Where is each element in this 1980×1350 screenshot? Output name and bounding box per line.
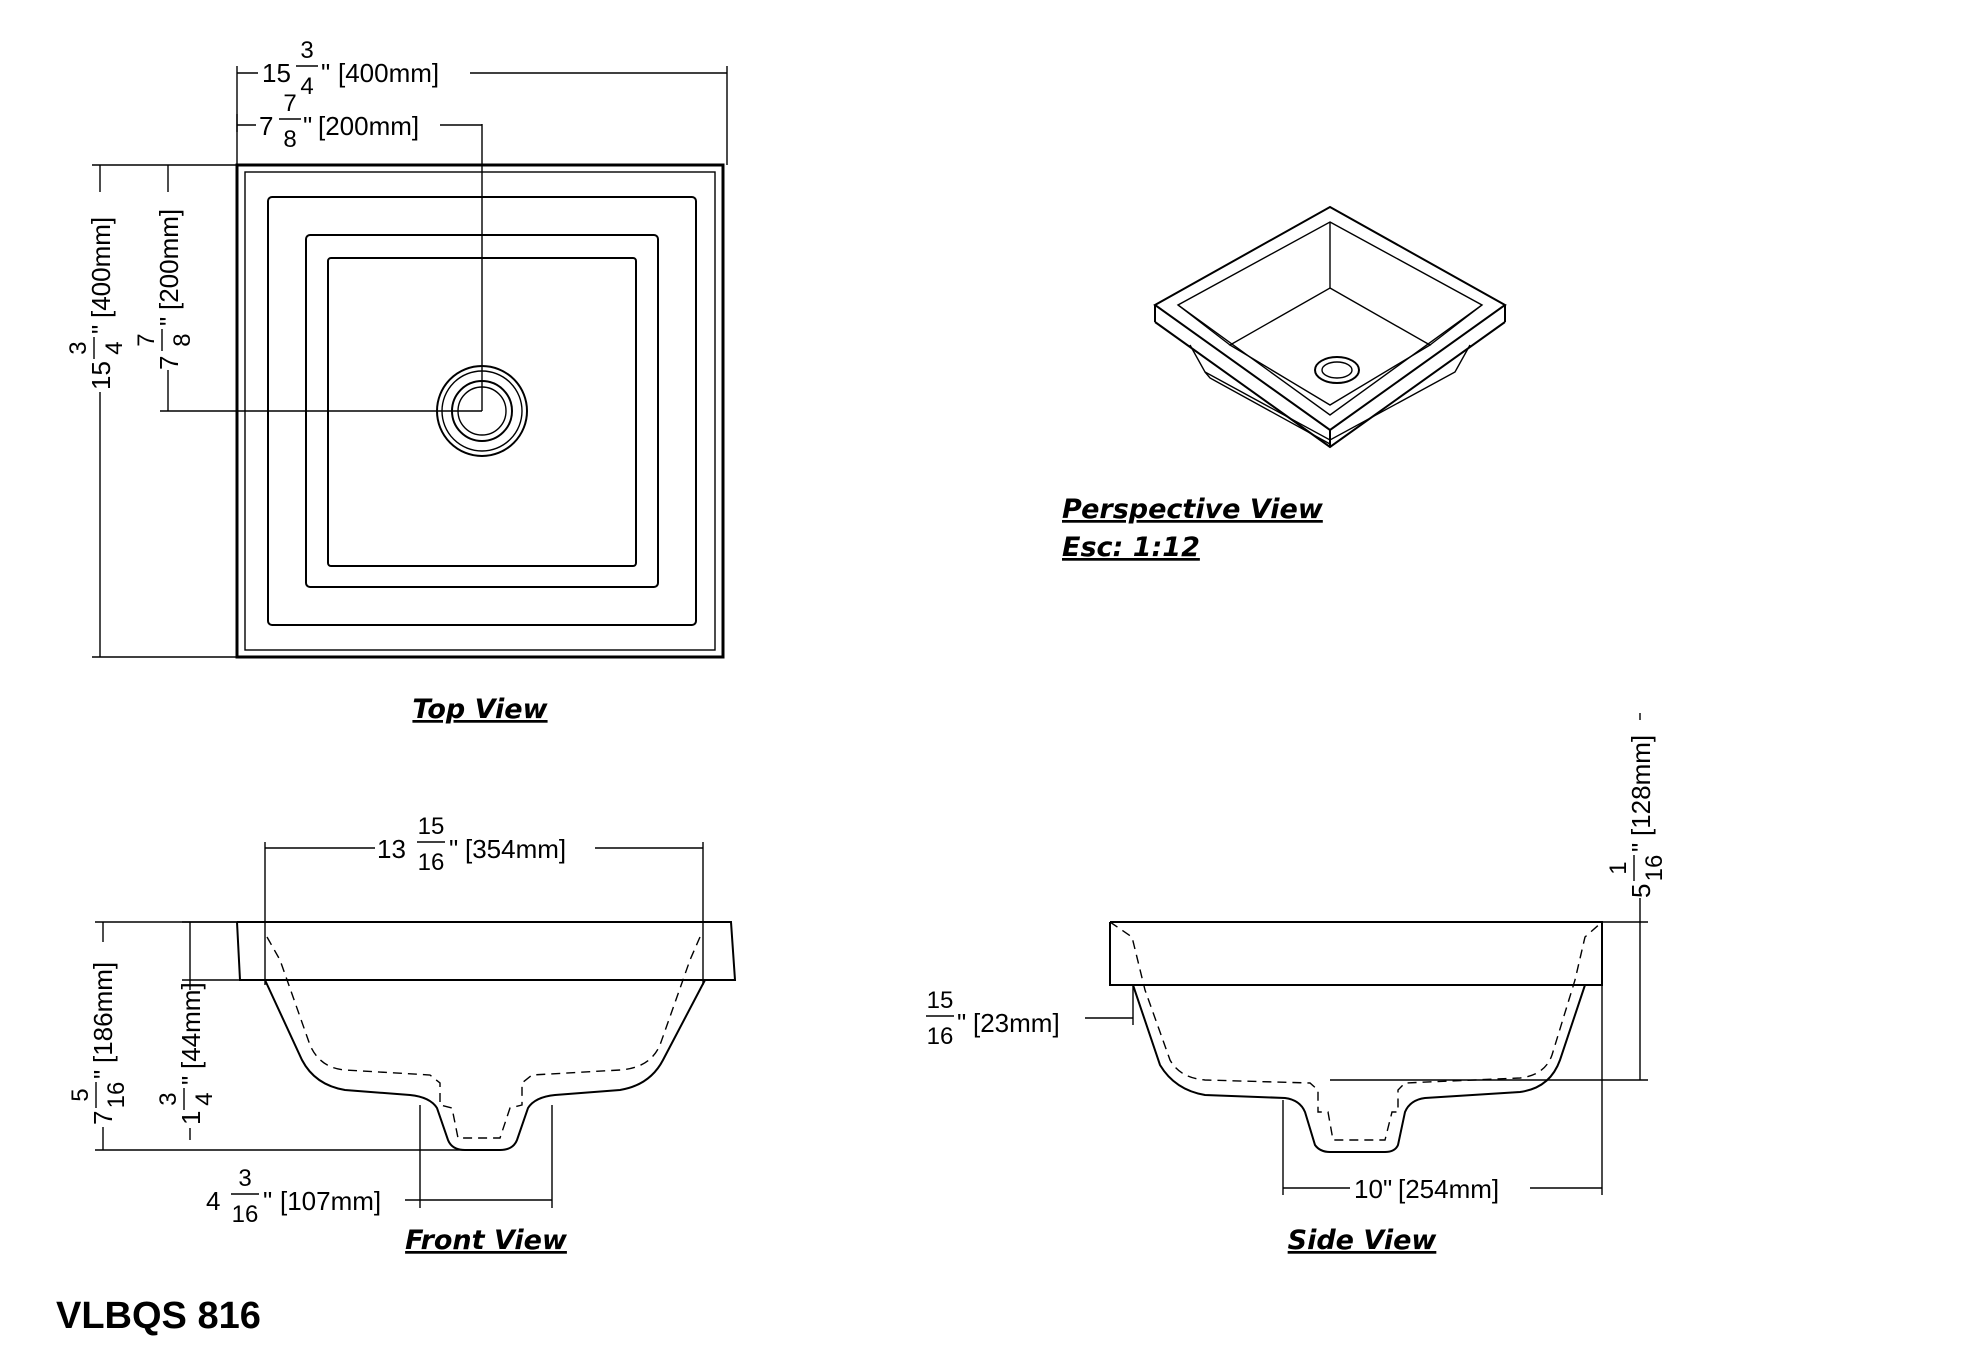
svg-text:[186mm]: [186mm] — [88, 962, 118, 1063]
dim-side-base: 10 " [254mm] — [1354, 1174, 1499, 1204]
model-label: VLBQS 816 — [56, 1295, 261, 1337]
svg-text:8: 8 — [169, 333, 196, 346]
svg-text:7: 7 — [154, 356, 184, 370]
svg-text:[200mm]: [200mm] — [318, 111, 419, 141]
svg-text:16: 16 — [418, 849, 445, 876]
svg-text:8: 8 — [283, 126, 296, 153]
svg-text:": " — [154, 317, 184, 326]
svg-text:16: 16 — [1641, 855, 1668, 882]
side-view: 15 16 " [23mm] 5 1 16 " [128mm] 10 " [25… — [926, 713, 1668, 1256]
svg-text:16: 16 — [232, 1201, 259, 1228]
svg-text:15: 15 — [927, 987, 954, 1014]
svg-text:15: 15 — [86, 361, 116, 390]
svg-text:": " — [449, 834, 458, 864]
svg-text:3: 3 — [155, 1092, 182, 1105]
svg-text:3: 3 — [300, 37, 313, 64]
perspective-view: Perspective View Esc: 1:12 — [1062, 205, 1507, 563]
dim-top-height: 15 3 4 " [400mm] — [65, 217, 128, 390]
svg-text:4: 4 — [300, 73, 313, 100]
svg-text:": " — [88, 1070, 118, 1079]
svg-text:[44mm]: [44mm] — [176, 982, 206, 1069]
svg-text:7: 7 — [88, 1111, 118, 1125]
svg-text:": " — [263, 1186, 272, 1216]
svg-text:": " — [86, 325, 116, 334]
dim-front-total: 7 5 16 " [186mm] — [67, 962, 130, 1125]
svg-text:7: 7 — [133, 333, 160, 346]
svg-text:[107mm]: [107mm] — [280, 1186, 381, 1216]
dim-side-height: 5 1 16 " [128mm] — [1605, 735, 1668, 898]
svg-text:": " — [1626, 843, 1656, 852]
dim-top-center: 7 7 8 " [200mm] — [259, 90, 419, 153]
svg-text:4: 4 — [191, 1092, 218, 1105]
svg-text:7: 7 — [283, 90, 296, 117]
svg-text:13: 13 — [377, 834, 406, 864]
svg-text:": " — [321, 58, 330, 88]
dim-front-drain: 4 3 16 " [107mm] — [206, 1165, 381, 1228]
svg-text:[254mm]: [254mm] — [1398, 1174, 1499, 1204]
svg-text:": " — [1383, 1174, 1392, 1204]
svg-text:[128mm]: [128mm] — [1626, 735, 1656, 836]
dim-top-width: 15 3 4 " [400mm] — [262, 37, 439, 100]
svg-text:10: 10 — [1354, 1174, 1383, 1204]
svg-text:1: 1 — [176, 1111, 206, 1125]
svg-text:": " — [176, 1076, 206, 1085]
svg-text:[200mm]: [200mm] — [154, 209, 184, 310]
svg-text:3: 3 — [238, 1165, 251, 1192]
top-view-title: Top View — [412, 694, 548, 725]
dim-top-vcenter: 7 7 8 " [200mm] — [133, 209, 196, 370]
dim-front-rim: 1 3 4 " [44mm] — [155, 982, 218, 1125]
perspective-scale: Esc: 1:12 — [1062, 532, 1200, 563]
dim-front-inner: 13 15 16 " [354mm] — [377, 813, 566, 876]
svg-text:1: 1 — [1605, 861, 1632, 874]
svg-text:[354mm]: [354mm] — [465, 834, 566, 864]
top-view: 15 3 4 " [400mm] 7 7 8 " [200mm] 15 3 4 — [65, 37, 728, 725]
svg-text:3: 3 — [65, 341, 92, 354]
svg-text:16: 16 — [103, 1082, 130, 1109]
svg-text:4: 4 — [206, 1186, 220, 1216]
svg-text:[23mm]: [23mm] — [973, 1008, 1060, 1038]
front-view: 13 15 16 " [354mm] 7 5 16 " [186mm] 1 3 — [67, 813, 737, 1256]
perspective-drain-icon — [1314, 356, 1360, 384]
svg-text:4: 4 — [101, 341, 128, 354]
dim-side-lip: 15 16 " [23mm] — [926, 987, 1060, 1050]
svg-text:": " — [303, 111, 312, 141]
svg-text:7: 7 — [259, 111, 273, 141]
svg-text:5: 5 — [67, 1088, 94, 1101]
svg-text:15: 15 — [262, 58, 291, 88]
svg-text:[400mm]: [400mm] — [86, 217, 116, 318]
svg-text:15: 15 — [418, 813, 445, 840]
front-view-title: Front View — [405, 1225, 568, 1256]
svg-text:16: 16 — [927, 1023, 954, 1050]
svg-text:5: 5 — [1626, 884, 1656, 898]
perspective-view-title: Perspective View — [1062, 494, 1324, 525]
side-view-title: Side View — [1288, 1225, 1438, 1256]
svg-text:[400mm]: [400mm] — [338, 58, 439, 88]
svg-text:": " — [957, 1008, 966, 1038]
